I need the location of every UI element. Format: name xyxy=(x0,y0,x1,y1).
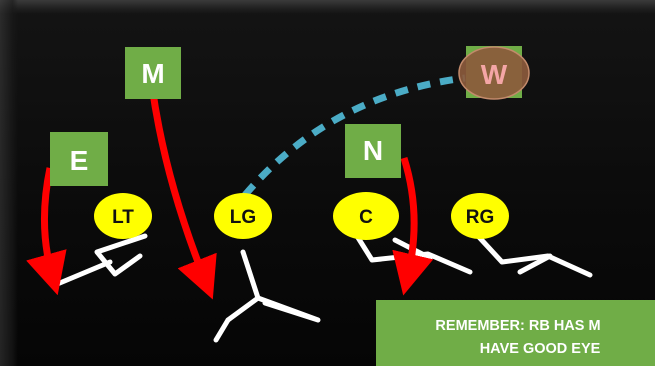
reminder-note-line1: REMEMBER: RB HAS M xyxy=(435,318,600,334)
lg-block-arm xyxy=(255,295,321,323)
defender-m-label: M xyxy=(141,58,164,89)
lineman-rg-label: RG xyxy=(466,207,495,228)
lineman-lt-label: LT xyxy=(112,207,134,228)
lineman-c: C xyxy=(333,192,399,240)
n-rush-arrow xyxy=(392,156,434,296)
lineman-c-label: C xyxy=(359,207,373,228)
lg-block-tail xyxy=(213,317,231,343)
lt-block-line xyxy=(94,233,148,277)
left-edge-texture xyxy=(0,0,18,366)
rg-block-line xyxy=(475,233,593,278)
lg-block-line xyxy=(225,249,261,323)
defender-e: E xyxy=(50,132,108,186)
defender-w-label: W xyxy=(481,59,508,90)
lineman-lg: LG xyxy=(214,193,272,239)
linebacker-path xyxy=(242,74,466,198)
lineman-lt: LT xyxy=(94,193,152,239)
e-rush-arrow xyxy=(26,167,67,296)
defender-w: W xyxy=(458,46,530,100)
defender-n-label: N xyxy=(363,135,383,166)
lineman-lg-label: LG xyxy=(230,207,256,228)
defender-n: N xyxy=(345,124,401,178)
blocking-lines xyxy=(52,233,593,343)
top-gradient-band xyxy=(0,0,655,14)
defender-m: M xyxy=(125,47,181,99)
reminder-note: REMEMBER: RB HAS M HAVE GOOD EYE xyxy=(376,300,655,366)
red-arrows xyxy=(26,85,434,300)
reminder-note-line2: HAVE GOOD EYE xyxy=(480,341,601,357)
m-rush-arrow xyxy=(148,85,217,300)
lineman-rg: RG xyxy=(451,193,509,239)
rg-block-arm xyxy=(517,253,553,275)
defender-e-label: E xyxy=(70,145,89,176)
lt-block-tail xyxy=(52,259,113,288)
